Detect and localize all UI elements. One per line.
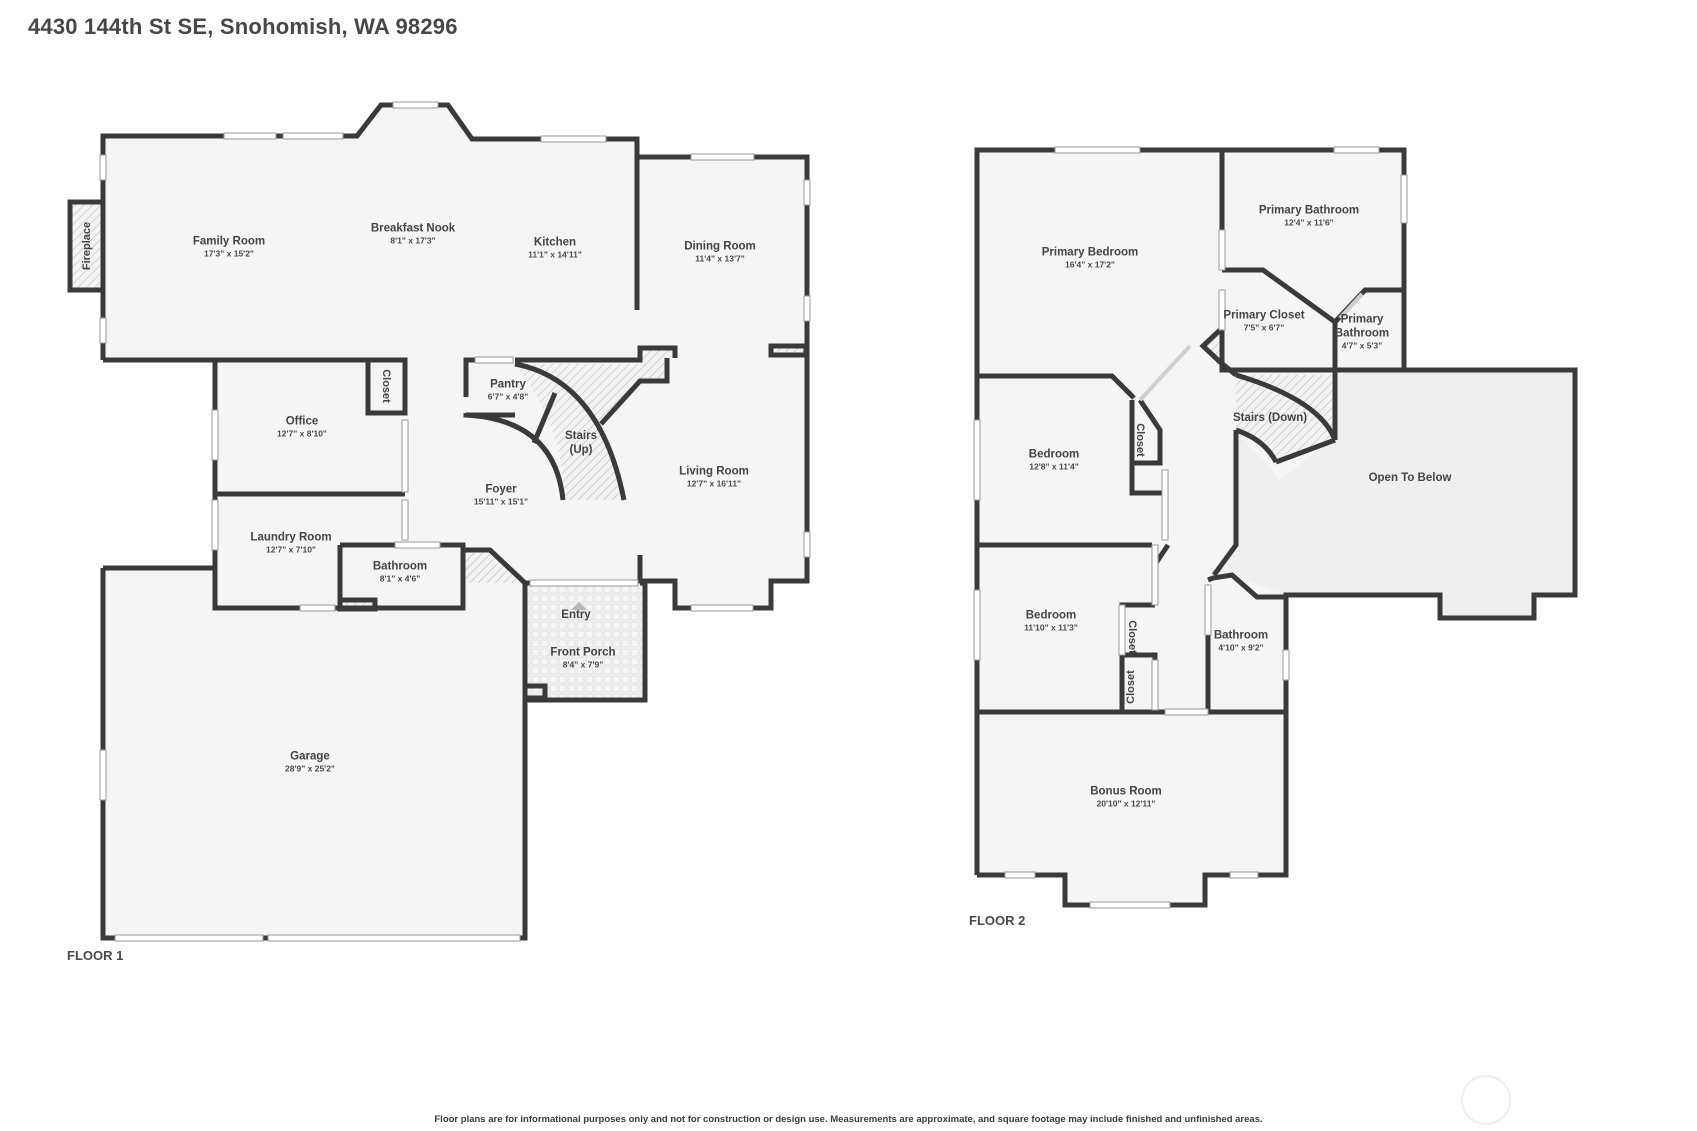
disclaimer-text: Floor plans are for informational purpos… xyxy=(434,1114,1263,1125)
floor1-plan xyxy=(67,101,811,942)
floor-2-label: FLOOR 2 xyxy=(969,913,1026,928)
front-porch-area xyxy=(525,583,645,700)
fireplace-label: Fireplace xyxy=(81,221,93,271)
bedroom2-closet-2-label: Closet xyxy=(1125,670,1137,704)
office-closet-label: Closet xyxy=(380,369,392,403)
property-address: 4430 144th St SE, Snohomish, WA 98296 xyxy=(28,14,458,39)
entry-arrow-icon xyxy=(571,602,587,610)
bedroom1-closet-label: Closet xyxy=(1134,423,1146,457)
floor2-plan xyxy=(973,146,1578,909)
floor-1-label: FLOOR 1 xyxy=(67,948,124,963)
compass-icon xyxy=(1461,1075,1511,1125)
bedroom2-closet-label: Closet xyxy=(1126,620,1138,654)
